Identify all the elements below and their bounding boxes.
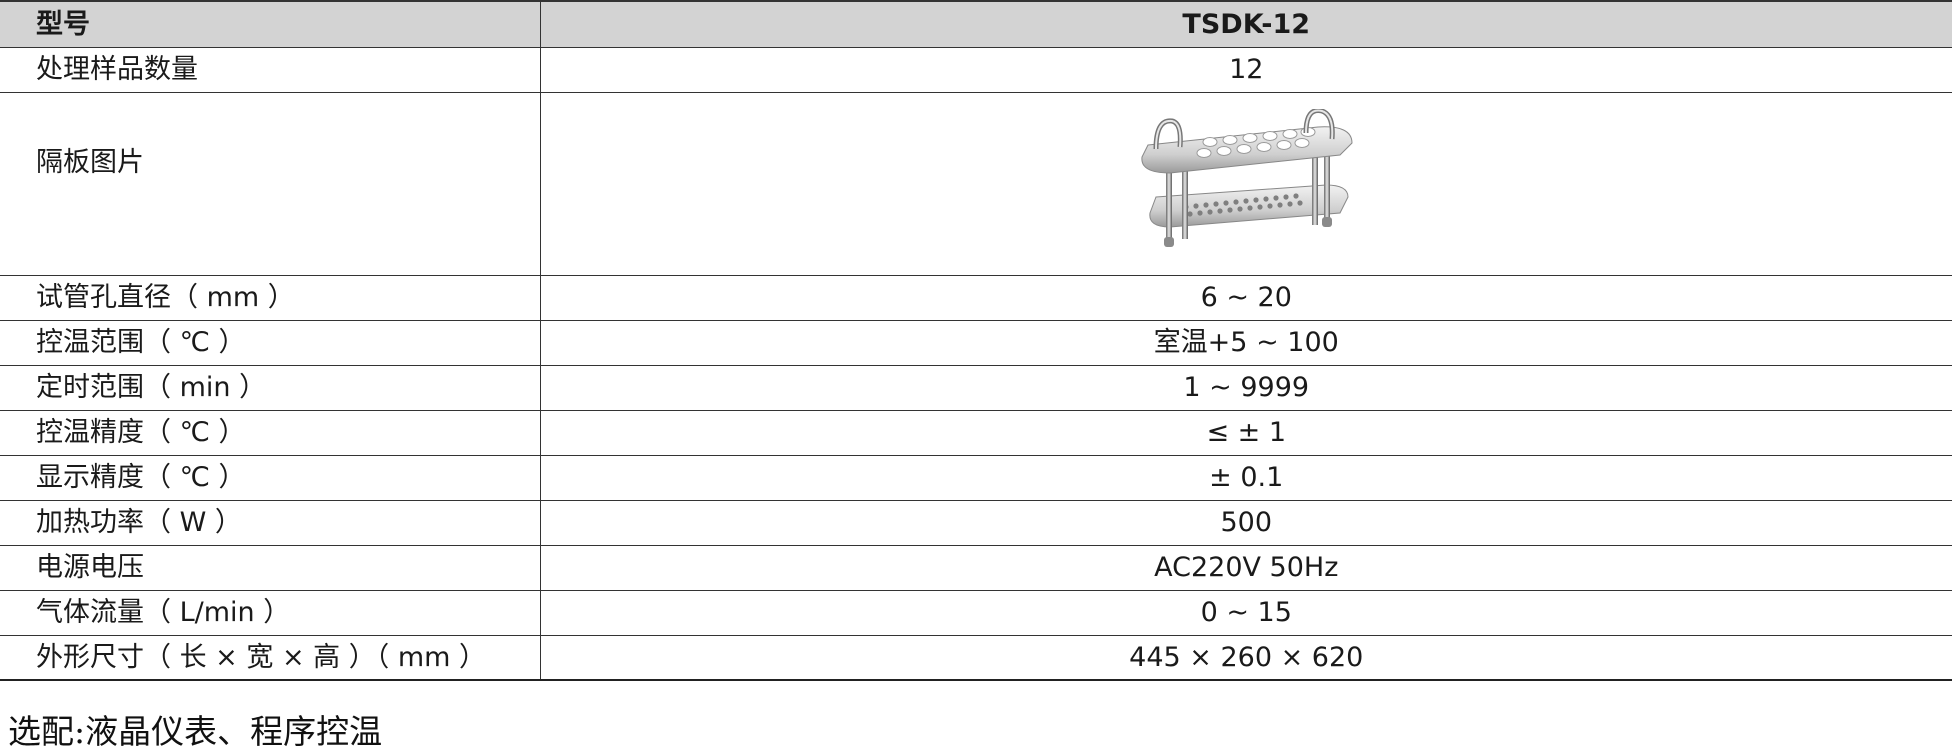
row-label: 加热功率（ W ） bbox=[0, 499, 541, 546]
row-value: 0 ~ 15 bbox=[539, 589, 1952, 636]
table-row: 显示精度（ ℃ ） ± 0.1 bbox=[0, 454, 1952, 501]
row-label: 试管孔直径（ mm ） bbox=[0, 274, 541, 321]
row-value: 445 × 260 × 620 bbox=[539, 634, 1952, 681]
table-row: 试管孔直径（ mm ） 6 ~ 20 bbox=[0, 274, 1952, 321]
row-label: 隔板图片 bbox=[0, 91, 541, 276]
row-value: 500 bbox=[539, 499, 1952, 546]
rack-partition-icon bbox=[1141, 108, 1353, 247]
row-label: 控温精度（ ℃ ） bbox=[0, 409, 541, 456]
spec-table: 型号 TSDK-12 处理样品数量 12 隔板图片 bbox=[0, 0, 1952, 681]
table-row: 外形尺寸（ 长 × 宽 × 高 ）（ mm ） 445 × 260 × 620 bbox=[0, 634, 1952, 681]
row-value: ≤ ± 1 bbox=[539, 409, 1952, 456]
row-value: 室温+5 ~ 100 bbox=[539, 319, 1952, 366]
rack-image-cell bbox=[539, 91, 1952, 276]
row-value: ± 0.1 bbox=[539, 454, 1952, 501]
table-row: 加热功率（ W ） 500 bbox=[0, 499, 1952, 546]
row-label: 处理样品数量 bbox=[0, 46, 541, 93]
row-label: 显示精度（ ℃ ） bbox=[0, 454, 541, 501]
row-value: 1 ~ 9999 bbox=[539, 364, 1952, 411]
table-header-row: 型号 TSDK-12 bbox=[0, 0, 1952, 48]
table-row: 电源电压 AC220V 50Hz bbox=[0, 544, 1952, 591]
header-model: TSDK-12 bbox=[539, 0, 1952, 48]
row-label: 气体流量（ L/min ） bbox=[0, 589, 541, 636]
row-label: 定时范围（ min ） bbox=[0, 364, 541, 411]
row-label: 控温范围（ ℃ ） bbox=[0, 319, 541, 366]
table-row: 控温精度（ ℃ ） ≤ ± 1 bbox=[0, 409, 1952, 456]
table-row: 定时范围（ min ） 1 ~ 9999 bbox=[0, 364, 1952, 411]
row-value: 6 ~ 20 bbox=[539, 274, 1952, 321]
options-note: 选配:液晶仪表、程序控温 bbox=[8, 712, 383, 751]
row-label: 电源电压 bbox=[0, 544, 541, 591]
table-row: 控温范围（ ℃ ） 室温+5 ~ 100 bbox=[0, 319, 1952, 366]
row-label: 外形尺寸（ 长 × 宽 × 高 ）（ mm ） bbox=[0, 634, 541, 681]
table-row: 隔板图片 bbox=[0, 91, 1952, 276]
row-value: 12 bbox=[539, 46, 1952, 93]
row-value: AC220V 50Hz bbox=[539, 544, 1952, 591]
table-row: 处理样品数量 12 bbox=[0, 46, 1952, 93]
table-row: 气体流量（ L/min ） 0 ~ 15 bbox=[0, 589, 1952, 636]
header-label: 型号 bbox=[0, 0, 541, 48]
